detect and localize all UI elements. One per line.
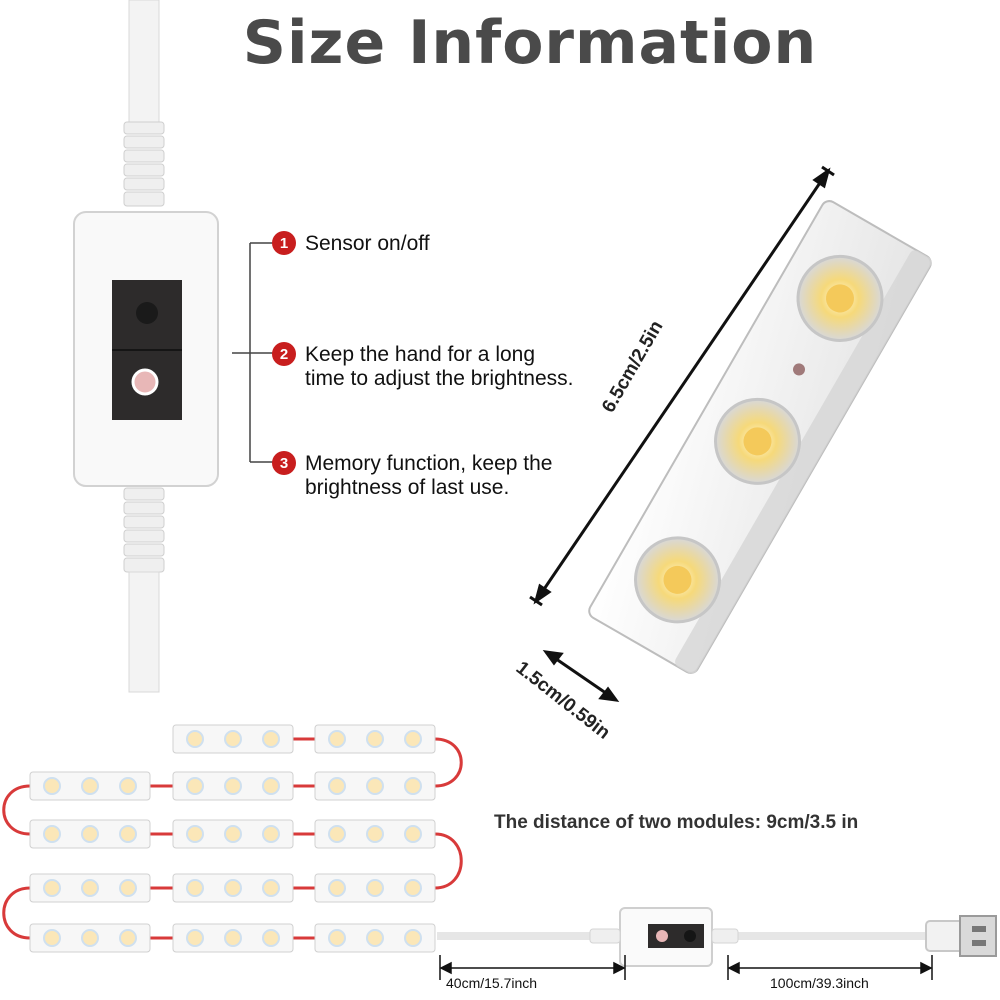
strip-led (404, 879, 422, 897)
feature-memory: 3 Memory function, keep the brightness o… (272, 451, 602, 500)
width-dimension-arrow (542, 650, 620, 702)
strip-led (186, 777, 204, 795)
strip-led (186, 825, 204, 843)
strip-led (404, 777, 422, 795)
strip-led (81, 929, 99, 947)
strip-led (262, 777, 280, 795)
strip-led (328, 777, 346, 795)
strip-led (81, 879, 99, 897)
strip-led (43, 929, 61, 947)
strip-led (81, 825, 99, 843)
strip-led (81, 777, 99, 795)
strip-led (224, 929, 242, 947)
cable-length-1: 40cm/15.7inch (446, 975, 538, 991)
feature-badge-2: 2 (272, 342, 296, 366)
cable-assembly (437, 907, 997, 967)
strip-wire (434, 832, 463, 890)
feature-sensor: 1 Sensor on/off (272, 231, 602, 256)
feature-text-3: Memory function, keep the brightness of … (305, 452, 553, 499)
strip-led (224, 825, 242, 843)
length-dimension-arrow (529, 165, 835, 607)
strip-led (262, 730, 280, 748)
module-distance-text: The distance of two modules: 9cm/3.5 in (494, 812, 859, 833)
strip-led (224, 879, 242, 897)
strip-led (186, 879, 204, 897)
strip-led (366, 929, 384, 947)
feature-text-1: Sensor on/off (305, 232, 430, 255)
strip-led (328, 929, 346, 947)
strip-led (43, 825, 61, 843)
controller-illustration (73, 0, 219, 693)
feature-badge-1: 1 (272, 231, 296, 255)
strip-led (43, 777, 61, 795)
strip-wire (434, 737, 463, 788)
strip-led (119, 879, 137, 897)
strip-led (43, 879, 61, 897)
strip-led (328, 879, 346, 897)
strip-led (119, 825, 137, 843)
strip-led (119, 777, 137, 795)
cable-dimension-lines (439, 955, 933, 980)
feature-text-2: Keep the hand for a long time to adjust … (305, 343, 574, 390)
strip-led (404, 730, 422, 748)
cable-length-2: 100cm/39.3inch (770, 975, 869, 991)
strip-led (262, 825, 280, 843)
led-module-illustration (588, 200, 932, 674)
strip-led (262, 879, 280, 897)
feature-badge-3: 3 (272, 451, 296, 475)
strip-led (366, 879, 384, 897)
strip-led (366, 825, 384, 843)
strip-led (328, 730, 346, 748)
feature-bracket (232, 242, 274, 463)
page-title: Size Information (242, 8, 818, 78)
strip-led (224, 777, 242, 795)
strip-led (404, 825, 422, 843)
strip-led (186, 929, 204, 947)
strip-led (366, 777, 384, 795)
strip-led (224, 730, 242, 748)
strip-led (366, 730, 384, 748)
strip-led (262, 929, 280, 947)
feature-brightness: 2 Keep the hand for a long time to adjus… (272, 342, 602, 391)
strip-led (404, 929, 422, 947)
led-strip-chain (2, 724, 463, 953)
strip-led (119, 929, 137, 947)
strip-wire (2, 784, 31, 836)
strip-wire (2, 886, 31, 940)
strip-led (186, 730, 204, 748)
strip-led (328, 825, 346, 843)
